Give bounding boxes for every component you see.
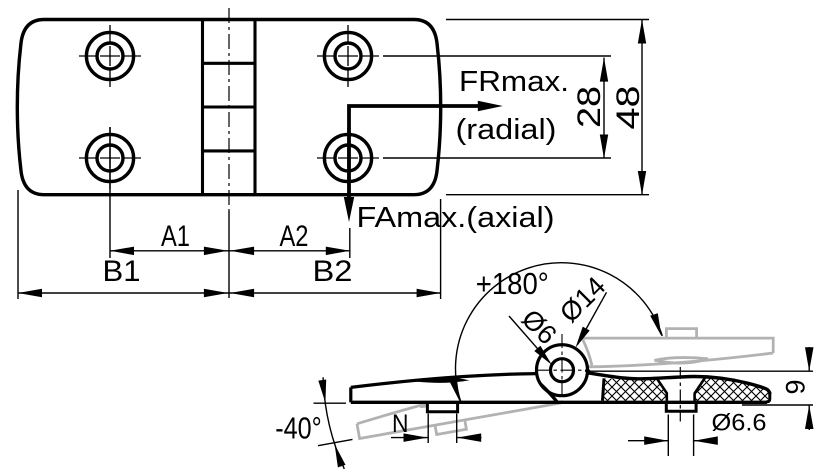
svg-text:FRmax.: FRmax. (459, 66, 569, 98)
svg-text:+180°: +180° (476, 266, 549, 301)
svg-text:B2: B2 (313, 255, 353, 288)
svg-text:28: 28 (571, 86, 607, 128)
svg-text:A1: A1 (161, 220, 190, 253)
svg-text:48: 48 (610, 86, 646, 130)
svg-text:Ø6.6: Ø6.6 (712, 410, 767, 437)
svg-text:(radial): (radial) (456, 114, 557, 146)
svg-text:A2: A2 (280, 220, 309, 253)
svg-text:N: N (392, 410, 409, 438)
svg-text:FAmax.(axial): FAmax.(axial) (357, 202, 555, 234)
svg-text:-40°: -40° (275, 410, 322, 445)
svg-text:B1: B1 (103, 255, 141, 288)
svg-text:9: 9 (780, 379, 810, 394)
